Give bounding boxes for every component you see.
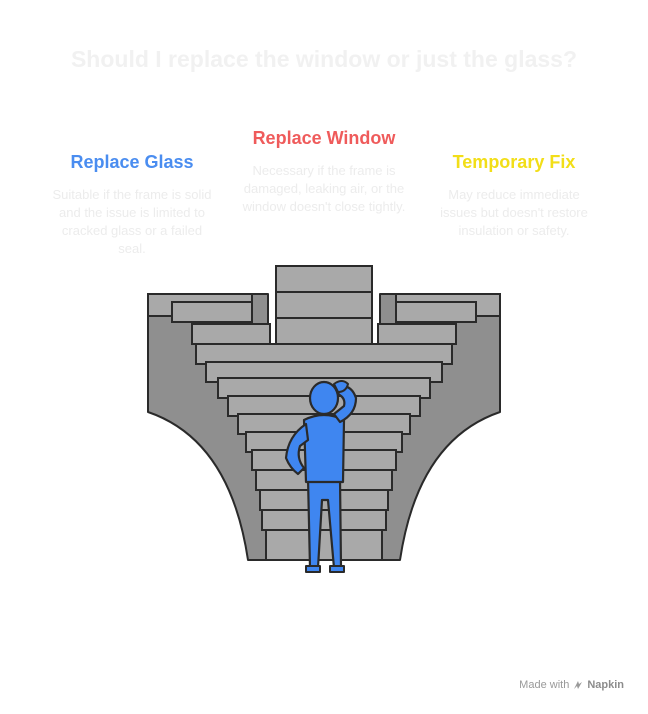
napkin-logo-icon — [574, 681, 583, 689]
made-with-label: Made with — [519, 679, 570, 691]
funnel-step — [265, 529, 383, 561]
option-description-temporary-fix: May reduce immediate issues but doesn't … — [440, 187, 588, 238]
right-upper-step — [377, 323, 457, 345]
left-upper-step — [171, 301, 253, 323]
center-top-step — [275, 291, 373, 319]
person-head — [308, 380, 340, 416]
option-title-replace-glass: Replace Glass — [70, 152, 194, 172]
page-title: Should I replace the window or just the … — [70, 46, 578, 72]
person-hand — [333, 380, 349, 393]
person-shoes — [305, 565, 345, 573]
person-left-arm — [284, 422, 310, 476]
right-upper-step — [395, 301, 477, 323]
option-title-replace-window: Replace Window — [252, 128, 396, 148]
center-top-step — [275, 265, 373, 293]
napkin-brand: Napkin — [587, 679, 624, 691]
option-description-replace-window: Necessary if the frame is damaged, leaki… — [242, 163, 406, 214]
option-description-replace-glass: Suitable if the frame is solid and the i… — [52, 187, 212, 256]
person-figure — [284, 380, 358, 573]
funnel-step — [261, 509, 387, 531]
center-top-step — [275, 317, 373, 345]
left-upper-step — [191, 323, 271, 345]
option-title-temporary-fix: Temporary Fix — [452, 152, 576, 172]
person-torso — [302, 413, 346, 484]
staircase — [147, 265, 501, 561]
footer-credit: Made with Napkin — [519, 679, 624, 691]
